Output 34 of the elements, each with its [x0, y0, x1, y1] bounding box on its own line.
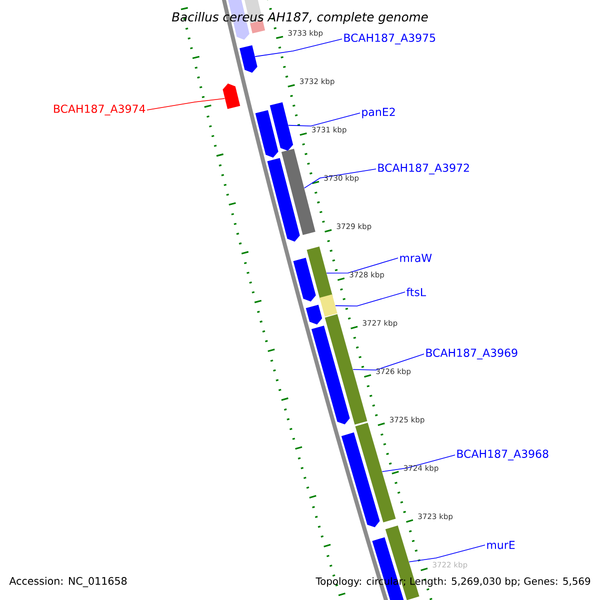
- leader-line: [408, 544, 486, 562]
- gene-label: mraW: [400, 254, 432, 262]
- gene-label: panE2: [362, 108, 395, 118]
- gene-block: [341, 432, 380, 528]
- gene-label: BCAH187_A3972: [378, 164, 469, 174]
- gene-block: [270, 102, 294, 151]
- leader-line: [304, 168, 376, 188]
- gene-label: BCAH187_A3968: [457, 450, 548, 460]
- gene-block: [267, 158, 300, 242]
- gene-bar: [320, 294, 338, 317]
- title: Bacillus cereus AH187, complete genome: [172, 12, 428, 24]
- leader-line: [382, 454, 456, 472]
- gene-bar: [250, 20, 266, 34]
- gene-bar: [281, 148, 316, 235]
- gene-label: murE: [487, 540, 515, 550]
- gene-block: [240, 45, 258, 73]
- leader-line: [254, 38, 342, 57]
- accession-text: Accession: NC_011658: [9, 576, 127, 588]
- gene-block: [293, 258, 316, 302]
- gene-block: [255, 110, 278, 158]
- leader-line: [326, 258, 398, 274]
- leader-line: [146, 98, 226, 110]
- gene-label: BCAH187_A3969: [426, 348, 518, 360]
- gene-block: [222, 83, 240, 110]
- leader-line: [335, 292, 406, 306]
- gene-label: BCAH187_A3975: [344, 34, 436, 44]
- leader-line: [352, 354, 424, 370]
- gene-label: BCAH187_A3974: [54, 104, 146, 116]
- gene-label: ftsL: [406, 288, 426, 296]
- gene-bar: [355, 422, 396, 522]
- leader-line: [288, 112, 360, 126]
- gene-block: [311, 326, 350, 424]
- gene-block: [306, 304, 322, 324]
- gene-bar: [306, 246, 333, 300]
